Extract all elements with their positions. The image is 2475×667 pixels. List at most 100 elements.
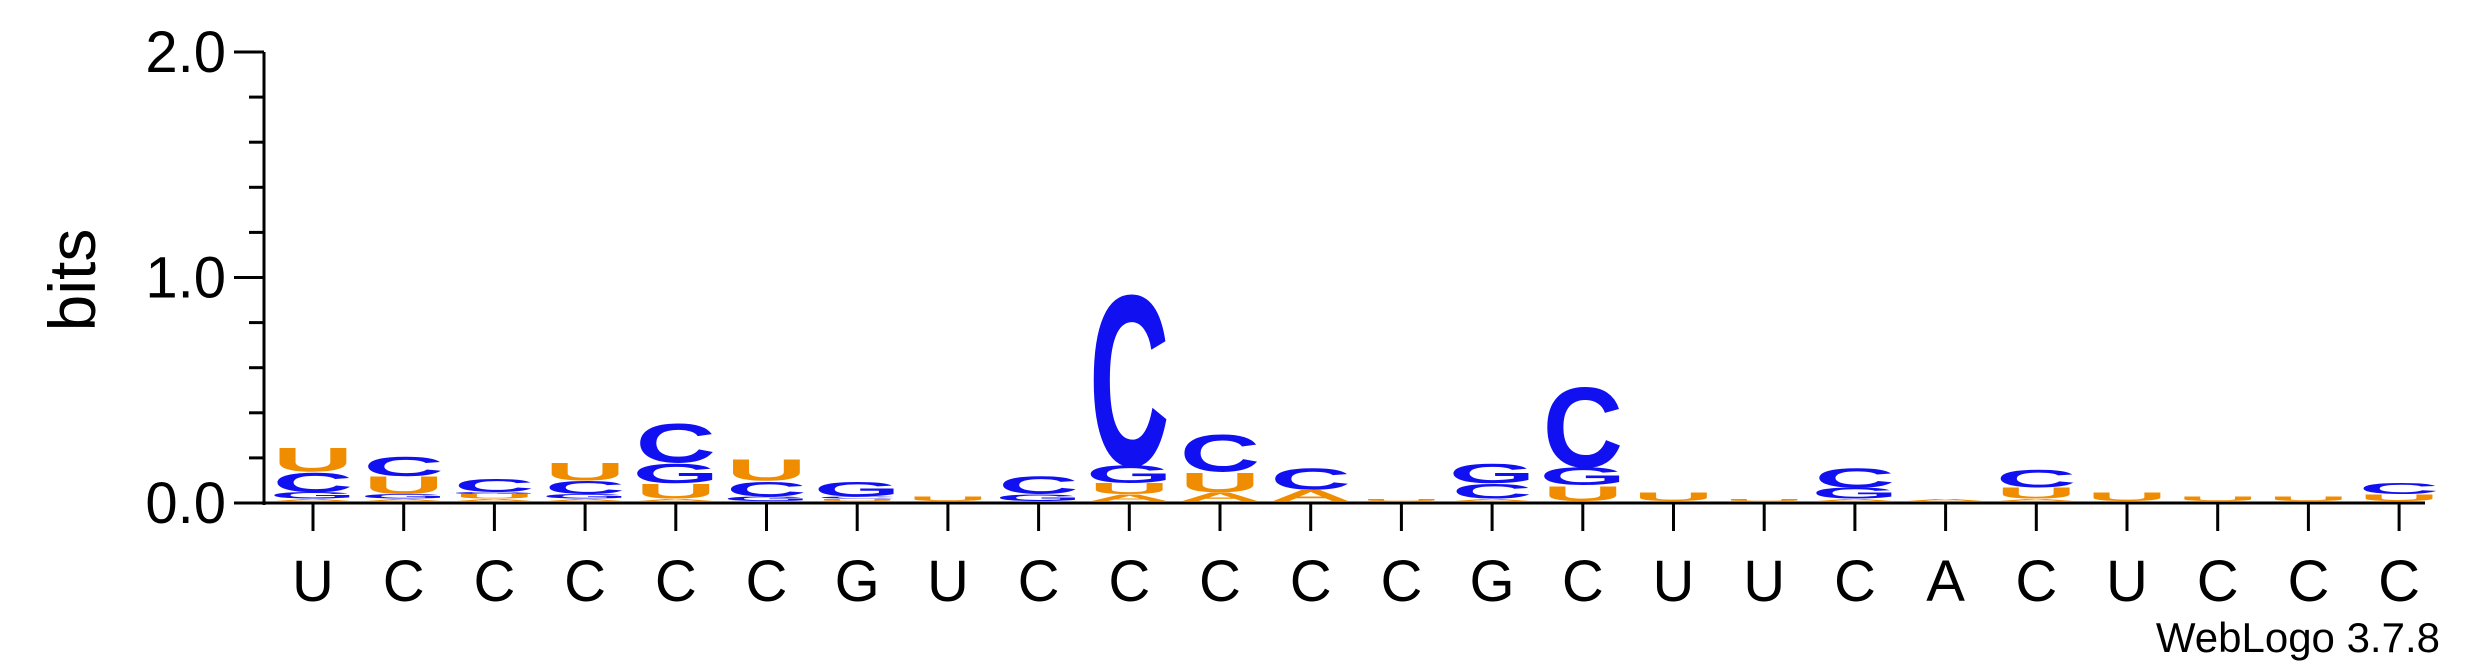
y-tick-label: 0.0 bbox=[145, 471, 226, 536]
logo-stack: AGC bbox=[1812, 463, 1898, 502]
logo-stack: GC bbox=[995, 472, 1081, 503]
logo-glyph-A: A bbox=[1905, 498, 1985, 501]
logo-glyph-G: G bbox=[814, 477, 900, 501]
x-tick-label: A bbox=[1926, 549, 1965, 614]
logo-glyph-U: U bbox=[2359, 493, 2439, 503]
logo-glyph-U: U bbox=[817, 498, 897, 501]
logo-stack: ACG bbox=[1449, 458, 1535, 503]
logo-glyph-U: U bbox=[908, 495, 988, 502]
x-tick-label: C bbox=[1380, 549, 1422, 614]
x-tick-label: C bbox=[1199, 549, 1241, 614]
logo-glyph-A: A bbox=[1996, 498, 2076, 501]
logo-stack: AUC bbox=[1180, 425, 1260, 504]
logo-glyph-C: C bbox=[1089, 245, 1169, 518]
logo-glyph-C: C bbox=[454, 475, 534, 496]
x-tick-label: C bbox=[2287, 549, 2329, 614]
logo-stack: U bbox=[1633, 490, 1713, 504]
logo-stack: U bbox=[908, 495, 988, 502]
x-tick-label: C bbox=[2015, 549, 2057, 614]
x-tick-label: U bbox=[292, 549, 334, 614]
y-tick-label: 1.0 bbox=[145, 246, 226, 311]
logo-glyph-C: C bbox=[364, 451, 444, 482]
x-tick-label: U bbox=[1743, 549, 1785, 614]
logo-glyph-U: U bbox=[726, 453, 806, 487]
x-tick-label: C bbox=[1108, 549, 1150, 614]
logo-glyph-U: U bbox=[636, 479, 716, 503]
logo-glyph-G: G bbox=[360, 493, 446, 500]
logo-glyph-C: C bbox=[1996, 465, 2076, 493]
logo-glyph-A: A bbox=[273, 498, 353, 501]
logo-glyph-A: A bbox=[364, 498, 444, 501]
logo-stack: A bbox=[1905, 498, 1985, 501]
logo-glyph-U: U bbox=[1361, 498, 1441, 501]
logo-glyph-U: U bbox=[273, 441, 353, 479]
logo-glyph-C: C bbox=[273, 467, 353, 498]
x-tick-label: C bbox=[1018, 549, 1060, 614]
x-tick-label: C bbox=[473, 549, 515, 614]
x-tick-label: C bbox=[2378, 549, 2420, 614]
logo-stack: AC bbox=[1271, 462, 1351, 504]
logo-glyph-A: A bbox=[454, 498, 534, 501]
x-tick-label: U bbox=[927, 549, 969, 614]
y-axis-label: bits bbox=[35, 229, 109, 332]
logo-stack: UGC bbox=[1540, 364, 1626, 506]
logo-stack: U bbox=[2268, 495, 2348, 502]
logo-glyph-C: C bbox=[1180, 425, 1260, 484]
logo-glyph-U: U bbox=[1089, 480, 1169, 497]
logo-glyph-U: U bbox=[454, 493, 534, 500]
x-tick-label: U bbox=[1653, 549, 1695, 614]
x-tick-label: C bbox=[746, 549, 788, 614]
logo-glyph-C: C bbox=[1815, 463, 1895, 494]
x-tick-label: C bbox=[655, 549, 697, 614]
logo-glyph-G: G bbox=[723, 495, 809, 502]
logo-glyph-C: C bbox=[998, 472, 1078, 500]
y-axis-label-group: bits bbox=[35, 229, 109, 332]
logo-glyph-C: C bbox=[636, 412, 716, 475]
x-tick-label: G bbox=[835, 549, 880, 614]
logo-glyph-U: U bbox=[2087, 490, 2167, 504]
x-tick-label: C bbox=[564, 549, 606, 614]
logo-stack: GCU bbox=[723, 453, 809, 502]
logo-glyph-A: A bbox=[636, 498, 716, 501]
logo-glyph-U: U bbox=[1724, 498, 1804, 501]
x-tick-label: C bbox=[1834, 549, 1876, 614]
x-tick-label: U bbox=[2106, 549, 2148, 614]
logo-stack: U bbox=[1724, 498, 1804, 501]
logo-glyph-C: C bbox=[1271, 462, 1351, 496]
logo-glyph-A: A bbox=[1815, 498, 1895, 501]
logo-stack: UC bbox=[2359, 480, 2439, 503]
logo-glyph-G: G bbox=[633, 458, 719, 489]
x-tick-label: G bbox=[1470, 549, 1515, 614]
logo-stack: U bbox=[2178, 495, 2258, 502]
logo-glyph-A: A bbox=[1180, 490, 1260, 504]
logo-glyph-A: A bbox=[545, 498, 625, 501]
logo-glyph-U: U bbox=[1543, 482, 1623, 506]
logo-glyph-U: U bbox=[364, 472, 444, 500]
logo-glyph-C: C bbox=[1452, 479, 1532, 503]
x-tick-label: C bbox=[1290, 549, 1332, 614]
logo-glyph-U: U bbox=[1633, 490, 1713, 504]
logo-glyph-A: A bbox=[1089, 493, 1169, 503]
logo-glyph-C: C bbox=[817, 496, 897, 499]
logo-glyph-G: G bbox=[995, 493, 1081, 503]
logo-glyph-G: G bbox=[1812, 485, 1898, 502]
logo-glyph-G: G bbox=[1449, 458, 1535, 489]
x-tick-label: C bbox=[1562, 549, 1604, 614]
logo-glyph-G: G bbox=[542, 493, 628, 500]
logo-glyph-C: C bbox=[726, 477, 806, 501]
y-tick-label: 2.0 bbox=[145, 20, 226, 85]
logo-glyph-U: U bbox=[545, 459, 625, 487]
logo-glyph-U: U bbox=[2178, 495, 2258, 502]
logo-glyph-A: A bbox=[1271, 487, 1351, 504]
x-tick-label: C bbox=[383, 549, 425, 614]
weblogo-credit: WebLogo 3.7.8 bbox=[2156, 614, 2440, 661]
logo-glyph-G: G bbox=[1086, 461, 1172, 489]
logo-glyph-C: C bbox=[1543, 364, 1623, 492]
logo-glyph-C: C bbox=[545, 477, 625, 498]
logo-glyph-U: U bbox=[1180, 467, 1260, 498]
